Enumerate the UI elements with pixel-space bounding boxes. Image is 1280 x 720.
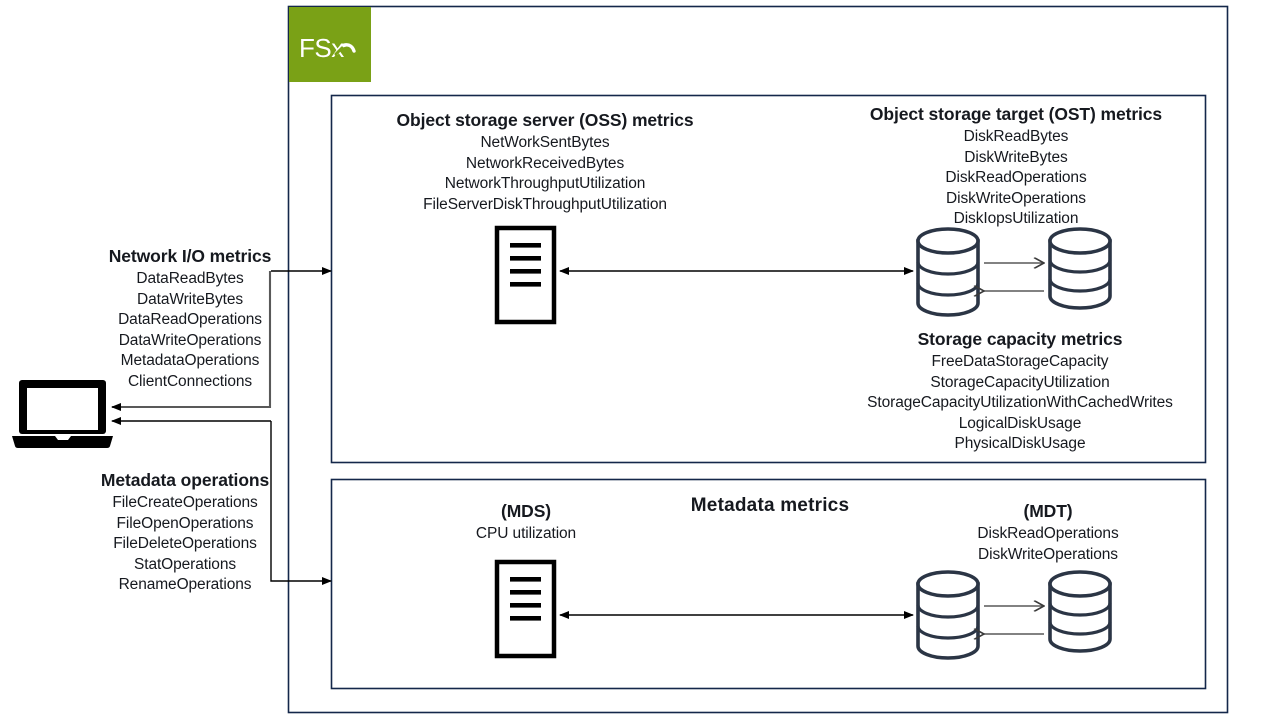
mdt-item-0: DiskReadOperations [977, 525, 1119, 542]
metadata-metrics-title: Metadata metrics [690, 495, 850, 516]
ost-item-0: DiskReadBytes [963, 128, 1069, 145]
ost-item-2: DiskReadOperations [945, 169, 1087, 186]
oss-server-icon [494, 225, 557, 325]
storage-capacity-item-1: StorageCapacityUtilization [930, 373, 1110, 391]
storage-capacity-item-3: LogicalDiskUsage [958, 414, 1082, 432]
oss-item-3: FileServerDiskThroughputUtilization [423, 195, 667, 213]
oss-metrics-block: Object storage server (OSS) metrics NetW… [345, 110, 745, 216]
mds-server-icon [494, 559, 557, 659]
network-io-item-2: DataReadOperations [118, 311, 262, 328]
mds-block: (MDS) CPU utilization [440, 501, 612, 546]
mdt-cylinder-left-icon [916, 570, 980, 660]
fsx-logo-text: FSx [299, 33, 344, 63]
mdt-block: (MDT) DiskReadOperations DiskWriteOperat… [932, 501, 1164, 566]
metadata-operations-item-3: StatOperations [134, 555, 236, 573]
ost-cylinder-right-icon [1048, 227, 1112, 310]
ost-item-1: DiskWriteBytes [964, 148, 1068, 166]
metadata-operations-item-2: FileDeleteOperations [113, 535, 257, 552]
metadata-operations-item-1: FileOpenOperations [116, 514, 254, 532]
network-io-title: Network I/O metrics [108, 246, 272, 266]
oss-item-1: NetworkReceivedBytes [465, 154, 625, 172]
ost-cylinder-left-icon [916, 227, 980, 317]
storage-capacity-item-0: FreeDataStorageCapacity [931, 353, 1109, 370]
oss-title: Object storage server (OSS) metrics [396, 110, 694, 130]
network-io-item-5: ClientConnections [127, 372, 253, 390]
storage-capacity-item-2: StorageCapacityUtilizationWithCachedWrit… [867, 394, 1173, 411]
network-io-item-4: MetadataOperations [120, 352, 260, 369]
fsx-logo: FSx [289, 7, 371, 82]
oss-item-2: NetworkThroughputUtilization [444, 175, 646, 192]
ost-item-3: DiskWriteOperations [946, 189, 1086, 207]
ost-replication-arrows [984, 263, 1044, 291]
mdt-replication-arrows [984, 606, 1044, 634]
metadata-operations-item-4: RenameOperations [118, 576, 252, 593]
metadata-operations-title: Metadata operations [100, 470, 270, 490]
ost-title: Object storage target (OST) metrics [869, 104, 1163, 124]
mdt-item-1: DiskWriteOperations [978, 545, 1118, 563]
network-io-item-1: DataWriteBytes [137, 290, 243, 308]
mds-item-0: CPU utilization [475, 525, 577, 542]
mdt-title: (MDT) [1023, 501, 1073, 521]
mdt-cylinder-right-icon [1048, 570, 1112, 653]
network-io-item-3: DataWriteOperations [118, 331, 262, 349]
storage-capacity-item-4: PhysicalDiskUsage [954, 435, 1086, 452]
ost-item-4: DiskIopsUtilization [953, 210, 1079, 227]
network-io-item-0: DataReadBytes [136, 270, 244, 287]
mds-title: (MDS) [500, 501, 552, 521]
storage-capacity-title: Storage capacity metrics [917, 329, 1123, 349]
oss-item-0: NetWorkSentBytes [480, 134, 610, 151]
storage-capacity-metrics-block: Storage capacity metrics FreeDataStorage… [840, 329, 1200, 456]
ost-metrics-block: Object storage target (OST) metrics Disk… [830, 104, 1202, 231]
metadata-operations-block: Metadata operations FileCreateOperations… [65, 470, 305, 597]
network-io-metrics-block: Network I/O metrics DataReadBytes DataWr… [70, 246, 310, 393]
metadata-operations-item-0: FileCreateOperations [112, 494, 258, 511]
